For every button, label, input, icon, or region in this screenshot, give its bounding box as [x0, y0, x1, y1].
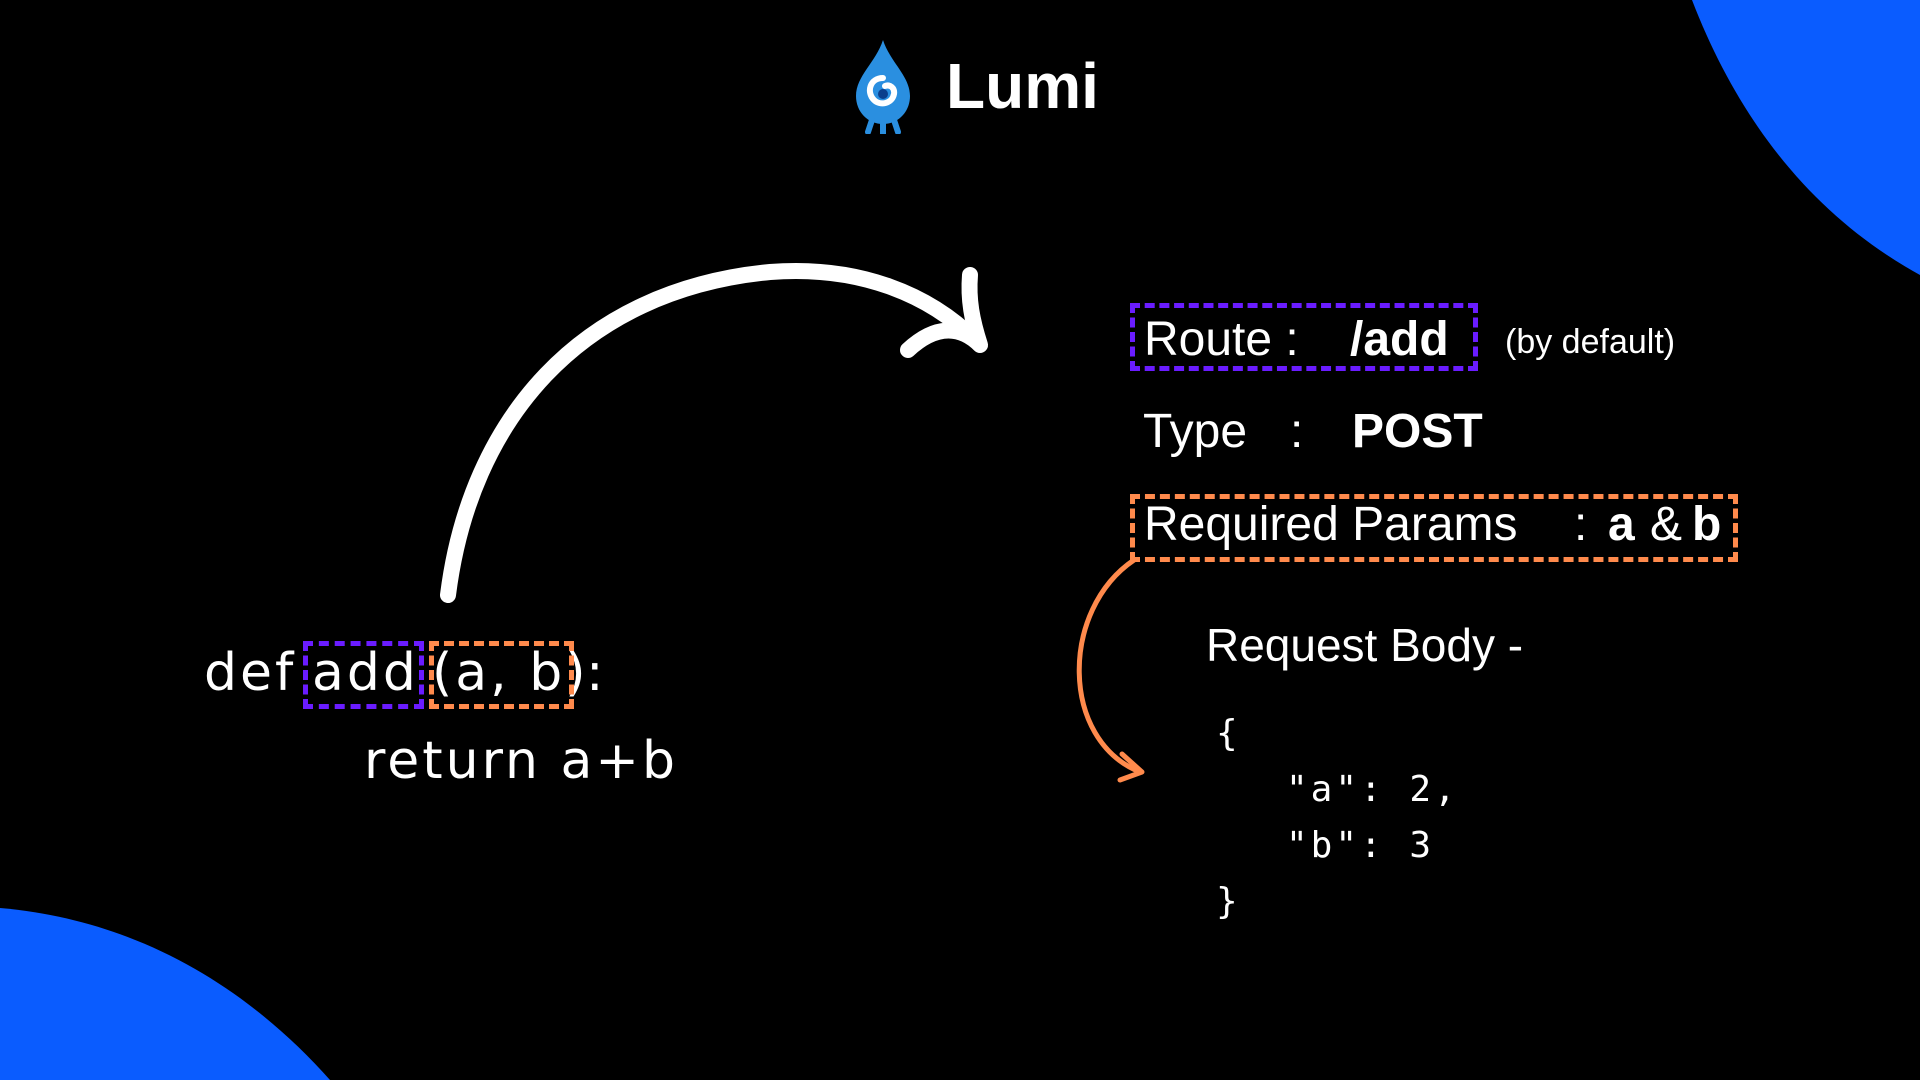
code-colon: : [586, 643, 607, 703]
route-value: /add [1350, 313, 1449, 366]
param-a: a [1608, 498, 1635, 551]
param-join: & [1650, 498, 1683, 551]
bottom-left-blob [0, 908, 330, 1080]
type-label: Type [1143, 405, 1248, 458]
route-highlight [1130, 303, 1478, 371]
required-params-highlight [1130, 494, 1738, 562]
params-label: Required Params [1144, 498, 1518, 551]
code-parameters: (a, b) [432, 643, 589, 703]
json-line-b: "b": 3 [1286, 825, 1435, 866]
json-line-a: "a": 2, [1286, 769, 1459, 810]
param-b: b [1692, 498, 1722, 551]
type-value: POST [1352, 405, 1483, 458]
json-open-brace: { [1216, 713, 1241, 754]
white-curved-arrow [440, 263, 988, 603]
function-name-highlight [303, 641, 424, 709]
brand-name: Lumi [946, 50, 1099, 122]
code-return-line: return a+b [364, 731, 678, 791]
route-note: (by default) [1505, 323, 1676, 361]
parameters-highlight [429, 641, 574, 709]
water-drop-icon [856, 40, 910, 134]
route-label: Route : [1144, 313, 1299, 366]
top-right-blob [1692, 0, 1920, 275]
code-function-name: add [312, 643, 419, 703]
json-close-brace: } [1216, 881, 1241, 922]
params-colon: : [1574, 498, 1588, 551]
type-colon: : [1290, 405, 1304, 458]
code-keyword: def [204, 643, 297, 703]
orange-curved-arrow [1076, 557, 1145, 783]
request-body-label: Request Body - [1206, 619, 1524, 671]
